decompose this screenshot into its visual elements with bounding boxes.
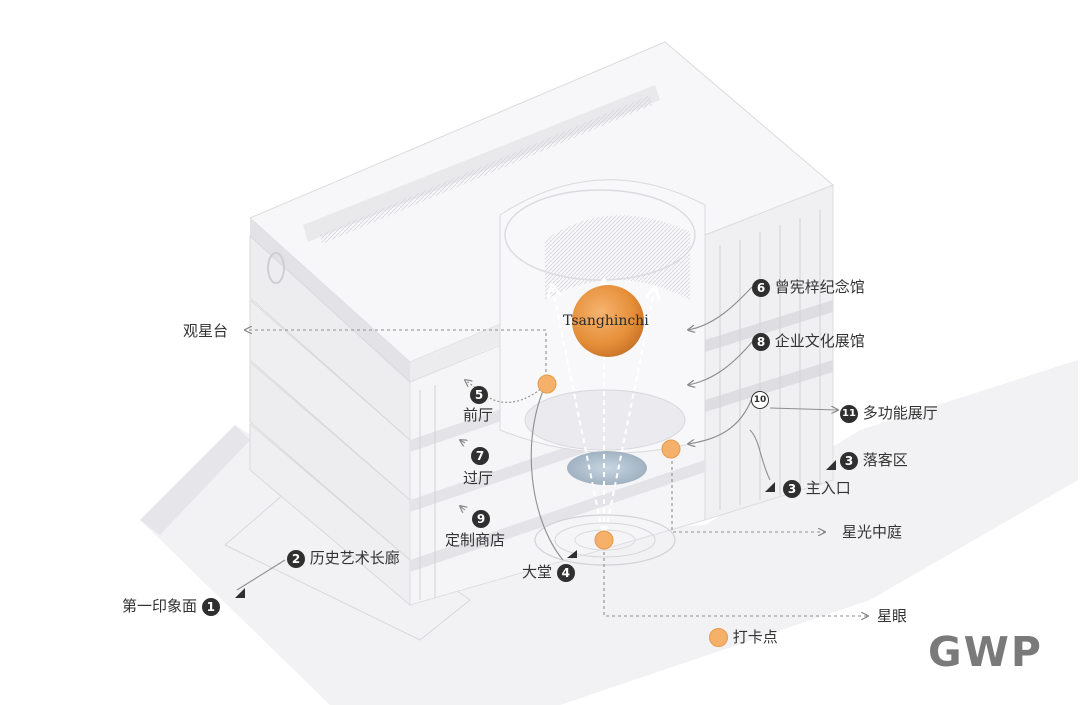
label-main-entrance: 3 主入口	[783, 479, 851, 498]
label-10: 10	[751, 390, 769, 409]
label-history-gallery: 2 历史艺术长廊	[287, 549, 400, 568]
checkin-dot	[594, 530, 614, 550]
checkin-points	[537, 374, 681, 550]
label-first-impression: 第一印象面 1	[122, 597, 220, 616]
label-9: 9	[472, 509, 490, 528]
label-dropoff: 3 落客区	[840, 451, 908, 470]
label-5: 5	[470, 385, 488, 404]
label-lobby: 大堂 4	[522, 563, 575, 582]
label-star-eye: 星眼	[877, 607, 908, 625]
label-observatory: 观星台	[183, 322, 229, 340]
leader-lines	[236, 286, 868, 616]
label-custom-shop: 定制商店	[445, 531, 506, 549]
label-lobby-front: 前厅	[463, 406, 494, 424]
legend-checkin: 打卡点	[709, 628, 778, 647]
label-multi-hall: 11 多功能展厅	[840, 404, 938, 423]
tsanghinchi-sphere	[572, 285, 644, 357]
checkin-dot	[537, 374, 557, 394]
legend-checkin-dot	[709, 628, 728, 647]
label-memorial: 6 曾宪梓纪念馆	[752, 278, 865, 297]
checkin-dot	[661, 439, 681, 459]
label-atrium: 星光中庭	[842, 523, 903, 541]
label-7: 7	[471, 446, 489, 465]
label-hall-pass: 过厅	[463, 469, 494, 487]
gwp-logo: GWP	[928, 628, 1043, 676]
label-culture-hall: 8 企业文化展馆	[752, 332, 865, 351]
brand-name: Tsanghinchi	[563, 313, 649, 329]
entrance-markers	[235, 460, 836, 598]
